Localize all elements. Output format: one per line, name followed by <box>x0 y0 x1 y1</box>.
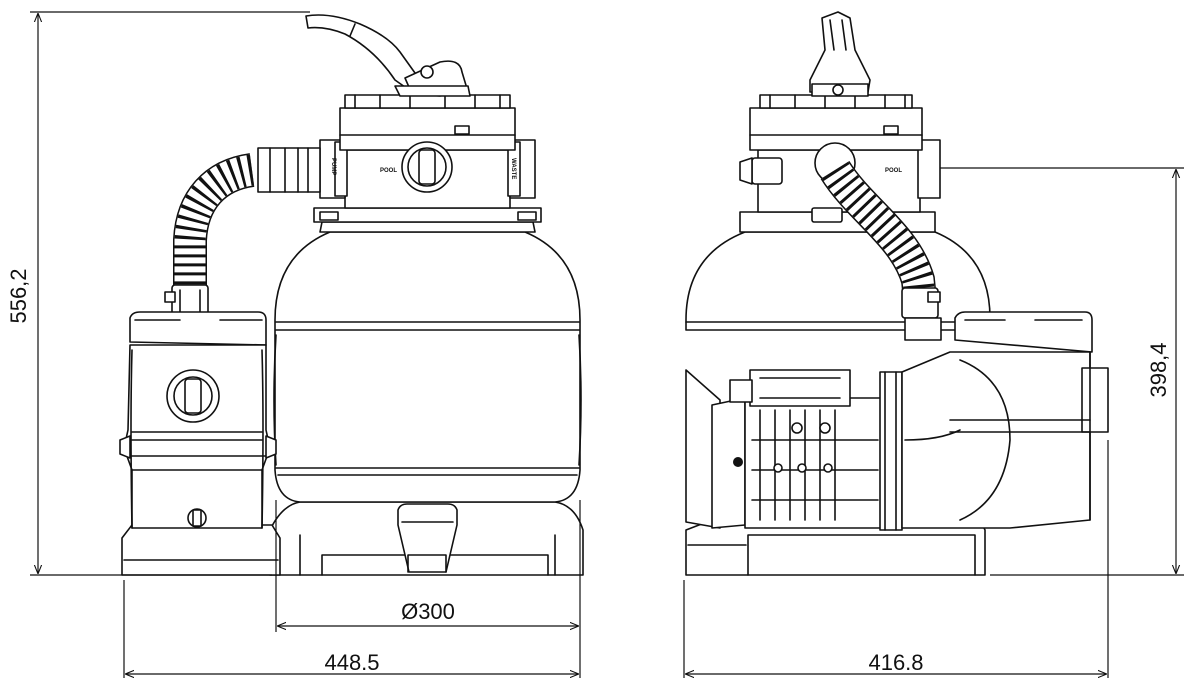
side-valve-handle <box>809 11 871 97</box>
height-right-label: 398,4 <box>1146 342 1171 397</box>
dimension-lines <box>30 11 1184 678</box>
pool-label: POOL <box>380 168 397 174</box>
front-pump <box>119 311 281 576</box>
front-valve-handle <box>305 14 471 97</box>
diameter-label: Ø300 <box>401 599 455 624</box>
front-view: POOL PUMP WASTE <box>119 14 584 576</box>
width-side-label: 416.8 <box>868 650 923 675</box>
side-tank <box>685 231 991 331</box>
pump-label: PUMP <box>330 158 336 175</box>
front-hose <box>164 147 321 316</box>
side-multiport-valve: POOL <box>739 94 941 233</box>
width-front-label: 448.5 <box>324 650 379 675</box>
pool-label-side: POOL <box>885 168 902 174</box>
dimension-labels: 556,2 398,4 Ø300 448.5 416.8 <box>6 268 1171 675</box>
waste-label: WASTE <box>510 158 516 179</box>
front-tank-base <box>269 501 584 576</box>
side-view: POOL <box>685 11 1109 576</box>
side-pump-housing <box>901 311 1109 529</box>
height-left-label: 556,2 <box>6 268 31 323</box>
front-multiport-valve: POOL PUMP WASTE <box>313 94 542 233</box>
side-hose <box>814 142 942 341</box>
front-tank-body <box>273 231 582 503</box>
side-motor <box>685 369 903 531</box>
